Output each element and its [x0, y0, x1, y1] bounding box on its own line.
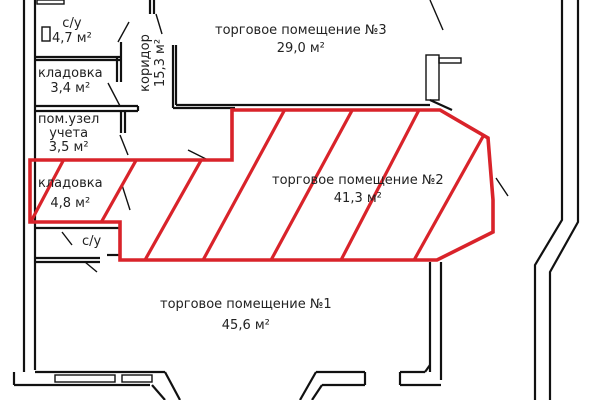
- room-name: торговое помещение №2: [272, 173, 444, 188]
- room-area: 45,6 м²: [221, 318, 270, 333]
- room-area: 41,3 м²: [333, 191, 382, 206]
- room-name: торговое помещение №3: [215, 23, 387, 38]
- room-area: 4,8 м²: [50, 196, 91, 211]
- room-area: 3,4 м²: [50, 81, 91, 96]
- room-name: кладовка: [38, 66, 103, 81]
- room-label-storage-1: кладовка 3,4 м²: [38, 66, 103, 96]
- room-name: с/у: [82, 234, 102, 249]
- room-label-retail-1: торговое помещение №1 45,6 м²: [160, 297, 332, 333]
- room-area: 3,5 м²: [48, 140, 89, 155]
- room-label-wc-bottom: с/у: [82, 234, 101, 249]
- room-name-line2: учета: [49, 126, 89, 141]
- room-label-wc-top: с/у 4,7 м²: [52, 16, 92, 46]
- room-label-retail-2: торговое помещение №2 41,3 м²: [272, 173, 444, 206]
- room-name: коридор: [138, 34, 153, 92]
- room-name-line1: пом.узел: [38, 112, 100, 127]
- room-label-corridor: коридор 15,3 м²: [138, 28, 168, 98]
- room-area: 29,0 м²: [276, 41, 325, 56]
- walls: [12, 0, 580, 400]
- room-area: 15,3 м²: [153, 38, 168, 88]
- room-label-storage-2: кладовка 4,8 м²: [38, 174, 103, 214]
- doors: [61, 0, 509, 273]
- room-label-meter-room: пом.узел учета 3,5 м²: [38, 113, 99, 155]
- room-name: с/у: [62, 16, 82, 31]
- room-area: 4,7 м²: [52, 31, 92, 46]
- room-name: торговое помещение №1: [160, 297, 332, 312]
- room-label-retail-3: торговое помещение №3 29,0 м²: [215, 23, 387, 56]
- room-name: кладовка: [38, 176, 103, 191]
